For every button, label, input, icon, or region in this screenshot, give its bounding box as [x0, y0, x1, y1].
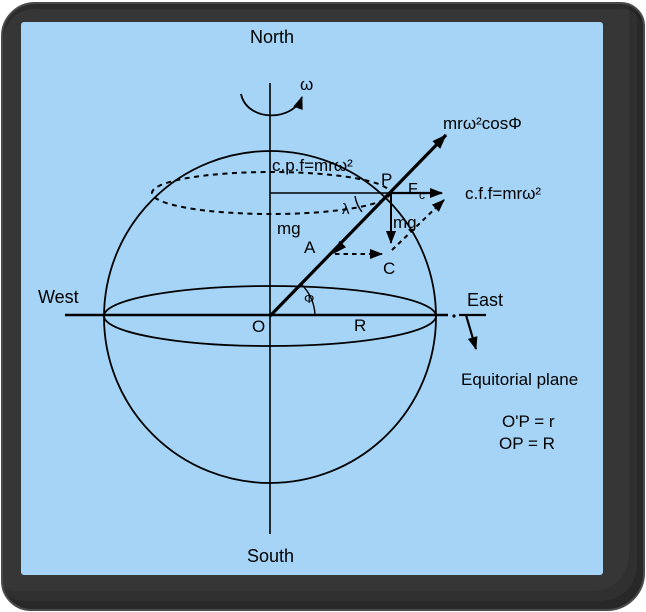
label-north: North — [250, 27, 294, 47]
mg-radial-arrowhead — [333, 240, 346, 254]
label-fc-force: F — [408, 181, 418, 198]
omega-rotation-arc — [240, 93, 303, 117]
label-cpf-force: c.p.f=mrω² — [272, 156, 353, 175]
label-radius-r: R — [354, 316, 366, 335]
equatorial-plane-arrow — [464, 314, 478, 350]
label-point-c: C — [383, 259, 395, 278]
label-east: East — [467, 290, 503, 310]
label-equatorial-plane: Equitorial plane — [461, 370, 578, 389]
label-mg-radial: mg — [277, 219, 301, 238]
label-cff-force: c.f.f=mrω² — [465, 184, 541, 203]
label-point-a: A — [304, 238, 316, 257]
label-fc-subscript: c — [419, 188, 425, 202]
equator-line-dot — [452, 314, 456, 318]
label-west: West — [38, 287, 79, 307]
label-mrw2cos-force: mrω²cosΦ — [443, 114, 522, 133]
label-lambda-angle: λ — [342, 201, 350, 218]
c-to-cff-dashed-arrow — [391, 199, 445, 251]
label-omega: ω — [300, 75, 313, 94]
legend-op-r: O'P = r — [502, 412, 555, 431]
label-point-o: O — [252, 317, 265, 336]
legend-op-R: OP = R — [499, 434, 555, 453]
phi-angle-arc — [300, 283, 316, 316]
label-south: South — [247, 546, 294, 566]
label-phi-angle: Φ — [304, 291, 314, 306]
lambda-angle-arc — [354, 195, 363, 213]
radial-op-line — [268, 133, 448, 318]
label-point-p: P — [381, 170, 392, 189]
label-mg-vertical: mg — [393, 213, 417, 232]
